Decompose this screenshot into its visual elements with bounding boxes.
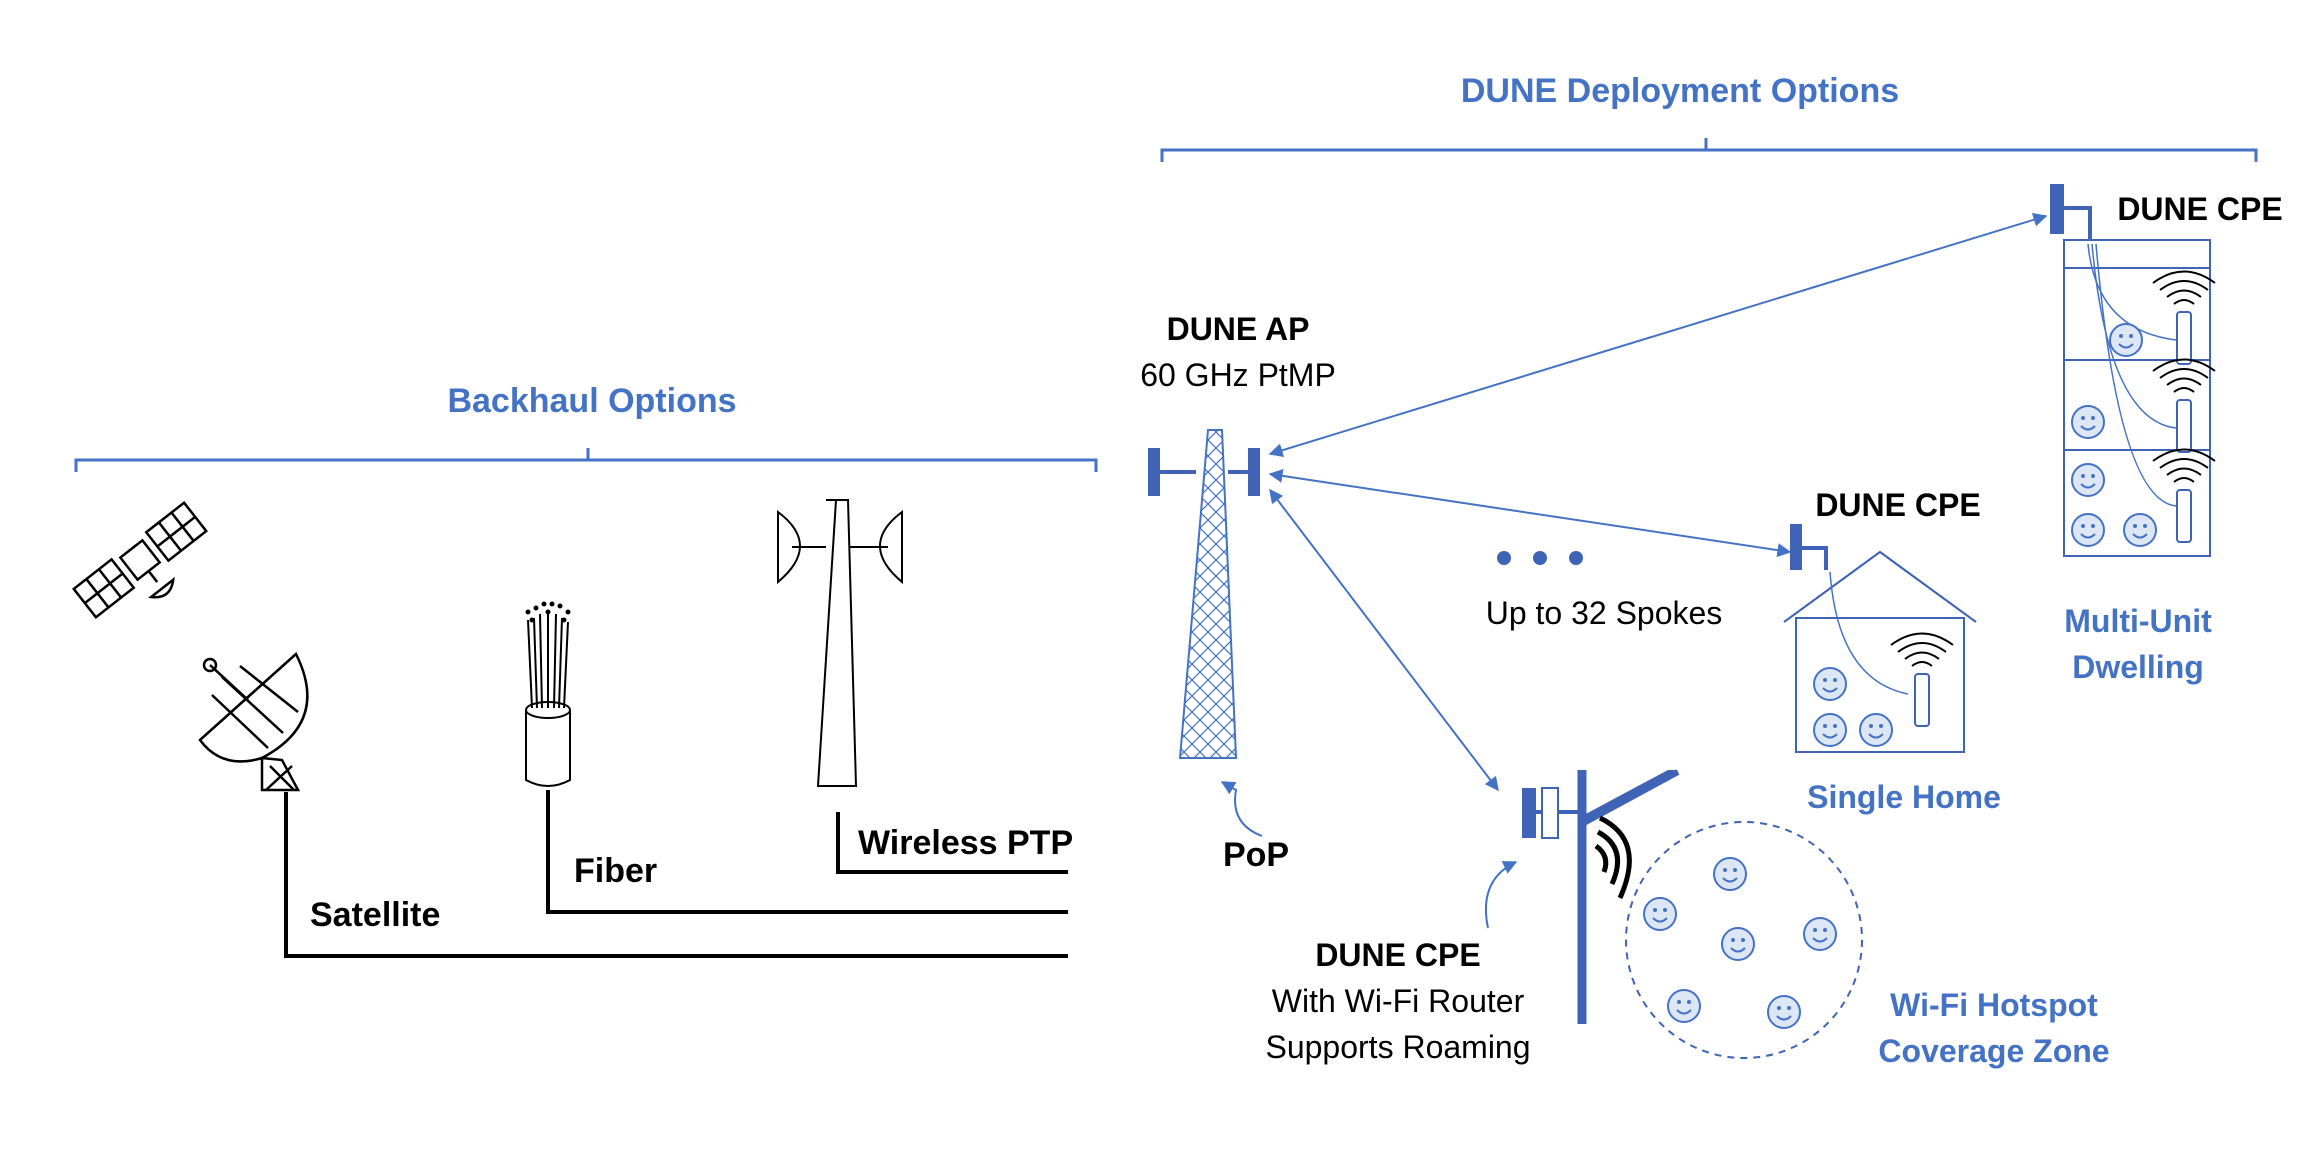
deployment-heading: DUNE Deployment Options [1461, 72, 1899, 110]
house-icon [1783, 550, 1977, 753]
spokes-ellipsis [1497, 551, 1583, 565]
fiber-label: Fiber [574, 852, 657, 890]
single-home-label: Single Home [1807, 779, 2001, 815]
mdu-label-line2: Dwelling [2072, 649, 2204, 685]
ap-title: DUNE AP [1167, 311, 1310, 347]
deployment-brace [1160, 138, 2258, 162]
backhaul-section: Backhaul Options [72, 382, 1098, 958]
hotspot-label-line1: Wi-Fi Hotspot [1890, 987, 2098, 1023]
wireless-ptp-tower-icon [777, 499, 903, 787]
cpe-mdu-antenna-icon [2050, 184, 2092, 240]
cpe-home-title: DUNE CPE [1815, 487, 1980, 523]
deployment-section: DUNE Deployment Options DUNE AP 60 GHz P… [1140, 72, 2282, 1069]
cpe-wifi-line1: With Wi-Fi Router [1272, 983, 1525, 1019]
pop-label: PoP [1223, 836, 1289, 874]
cpe-mdu-title: DUNE CPE [2117, 191, 2282, 227]
ap-links [1268, 213, 2048, 792]
pole-cpe-icon [1522, 769, 1680, 1024]
hotspot-coverage-zone [1625, 821, 1863, 1059]
cpe-wifi-title: DUNE CPE [1315, 937, 1480, 973]
cpe-wifi-pointer [1484, 861, 1518, 929]
pop-pointer [1220, 781, 1263, 837]
satellite-label: Satellite [310, 896, 440, 934]
mdu-label-line1: Multi-Unit [2064, 603, 2212, 639]
hotspot-label-line2: Coverage Zone [1878, 1033, 2109, 1069]
fiber-cable-icon [525, 601, 571, 787]
spokes-label: Up to 32 Spokes [1486, 595, 1723, 631]
satellite-icon [72, 500, 208, 620]
mdu-building-icon [2063, 239, 2216, 557]
backhaul-lines [284, 790, 1068, 958]
cpe-wifi-line2: Supports Roaming [1265, 1029, 1530, 1065]
ap-tower-icon [1148, 429, 1260, 759]
ap-subtitle: 60 GHz PtMP [1140, 357, 1336, 393]
wireless-ptp-label: Wireless PTP [858, 824, 1073, 862]
backhaul-heading: Backhaul Options [447, 382, 736, 420]
cpe-home-antenna-icon [1790, 524, 1828, 570]
satellite-dish-icon [198, 651, 309, 792]
wifi-signal-icon [1594, 815, 1632, 900]
backhaul-brace [74, 448, 1098, 472]
